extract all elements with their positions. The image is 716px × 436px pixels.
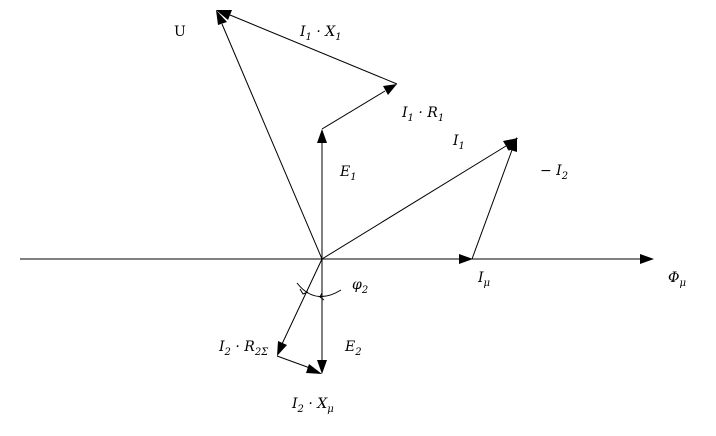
phi-mu-axis	[20, 254, 654, 264]
u-vector	[216, 10, 323, 260]
label-i-mu: Iμ	[477, 270, 490, 289]
e2-vector	[317, 259, 327, 374]
label-u: U	[174, 24, 186, 40]
label-phi-mu: Φμ	[668, 270, 686, 289]
i2-xmu-vector	[276, 355, 322, 374]
i1-r1-vector	[321, 84, 397, 130]
label-i1-x1: I1 · X1	[299, 24, 342, 43]
e1-vector	[317, 129, 327, 259]
label-e2: E2	[344, 339, 362, 358]
i1-x1-vector	[216, 10, 398, 85]
label-i1-r1: I1 · R1	[401, 105, 444, 124]
label-e1: E1	[339, 164, 357, 183]
label-i2-r2: I2 · R2Σ	[218, 339, 269, 358]
i1-vector	[321, 138, 518, 260]
neg-i2-vector	[471, 137, 517, 260]
phi2-angle-arc	[296, 282, 342, 301]
label-i1: I1	[452, 133, 465, 152]
i2-r2-vector	[277, 258, 323, 356]
label-phi2: φ2	[352, 277, 368, 296]
label-i2-xmu: I2 · Xμ	[291, 396, 334, 415]
label-neg-i2: − I2	[540, 163, 568, 182]
i-mu-vector	[459, 254, 473, 264]
